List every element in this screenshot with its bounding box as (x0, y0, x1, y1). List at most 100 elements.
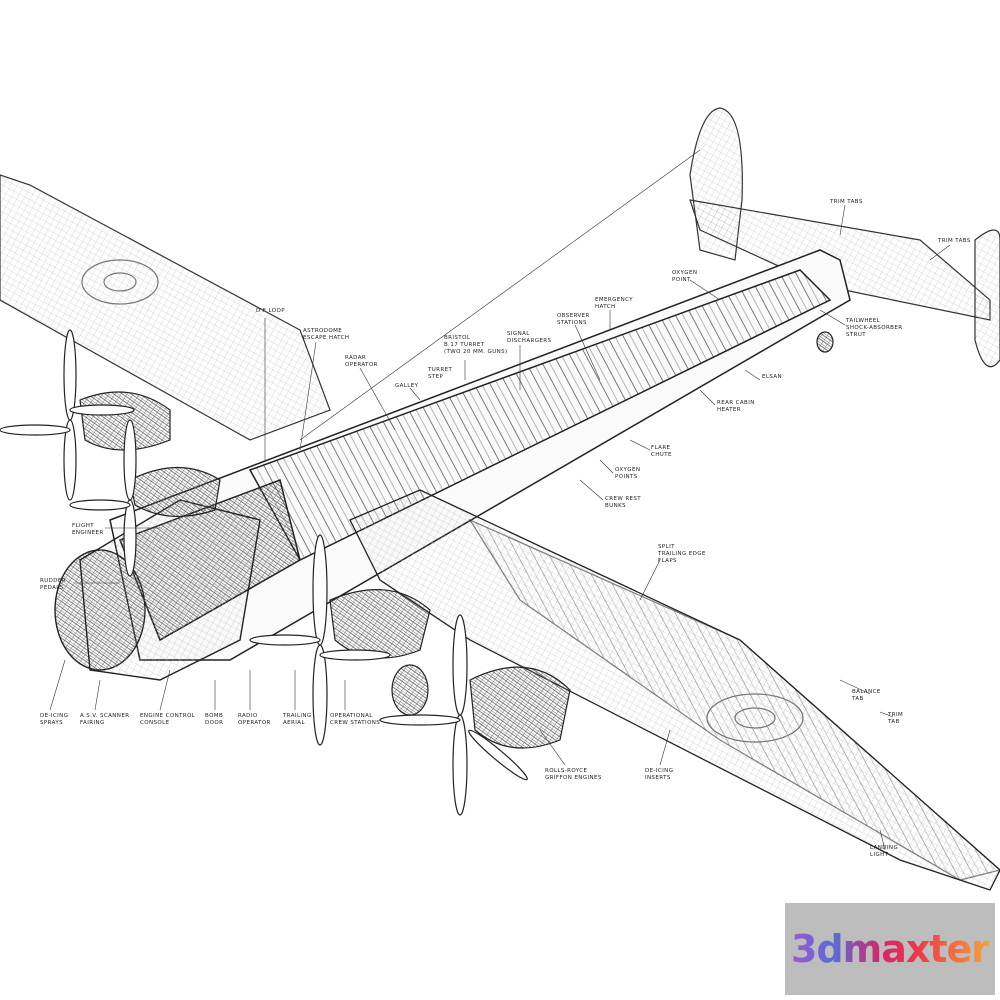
label-line: SIGNAL (507, 331, 530, 337)
label-line: LIGHT (870, 852, 889, 858)
label-line: SHOCK-ABSORBER (846, 325, 903, 331)
label-line: D F LOOP (256, 308, 285, 314)
label-line: RADAR (345, 355, 367, 361)
label-line: RUDDER (40, 578, 67, 584)
label-line: BALANCE (852, 689, 881, 695)
label-line: INSERTS (645, 775, 671, 781)
label-line: CREW REST (605, 496, 642, 502)
label-line: (TWO 20 MM. GUNS) (444, 349, 508, 355)
label-df-loop: D F LOOP (256, 308, 285, 315)
label-line: TURRET (428, 367, 453, 373)
label-line: ROLLS-ROYCE (545, 768, 588, 774)
label-line: FLAPS (658, 558, 677, 564)
label-line: ENGINE CONTROL (140, 713, 196, 719)
label-line: ELSAN (762, 374, 783, 380)
label-line: OBSERVER (557, 313, 590, 319)
label-line: SPRAYS (40, 720, 63, 726)
label-line: AERIAL (283, 720, 305, 726)
leader-lines (49, 149, 951, 851)
label-line: SPLIT (658, 544, 675, 550)
label-line: LANDING (870, 845, 899, 851)
label-line: HATCH (595, 304, 616, 310)
landing-gear (391, 331, 834, 716)
label-line: TRIM TABS (938, 238, 971, 244)
label-line: ENGINEER (72, 530, 104, 536)
label-line: POINT (672, 277, 691, 283)
label-line: CREW STATIONS (330, 720, 381, 726)
label-line: STEP (428, 374, 444, 380)
label-line: PEDALS (40, 585, 64, 591)
label-line: TRIM TABS (830, 199, 863, 205)
label-line: BRISTOL (444, 335, 471, 341)
label-galley: GALLEY (395, 383, 418, 390)
label-line: BOMB (205, 713, 224, 719)
label-line: HEATER (717, 407, 742, 413)
label-line: DOOR (205, 720, 224, 726)
label-line: OPERATOR (238, 720, 271, 726)
label-line: GRIFFON ENGINES (545, 775, 602, 781)
label-line: BUNKS (605, 503, 627, 509)
label-line: GALLEY (395, 383, 419, 389)
label-line: FAIRING (80, 720, 105, 726)
label-line: CONSOLE (140, 720, 170, 726)
label-line: CHUTE (651, 452, 672, 458)
watermark-text: 3dmaxter (790, 927, 990, 971)
label-line: POINTS (615, 474, 638, 480)
label-line: TAB (888, 719, 900, 725)
label-line: FLIGHT (72, 523, 95, 529)
label-line: TAB (852, 696, 864, 702)
label-trim-tabs-right: TRIM TABS (938, 238, 971, 245)
label-line: EMERGENCY (595, 297, 634, 303)
label-line: TRAILING EDGE (658, 551, 706, 557)
label-line: REAR CABIN (717, 400, 755, 406)
label-line: A.S.V. SCANNER (80, 713, 130, 719)
label-line: ESCAPE HATCH (303, 335, 350, 341)
label-trim-tabs-upper: TRIM TABS (830, 199, 863, 206)
label-elsan: ELSAN (762, 374, 782, 381)
label-line: DE-ICING (40, 713, 69, 719)
label-line: TRAILING (283, 713, 312, 719)
label-line: TRIM (888, 712, 904, 718)
watermark-logo: 3dmaxter (785, 903, 995, 995)
left-wing (0, 174, 331, 441)
label-line: OXYGEN (672, 270, 698, 276)
label-line: TAILWHEEL (846, 318, 881, 324)
label-line: STRUT (846, 332, 867, 338)
label-line: RADIO (238, 713, 258, 719)
label-line: B.17 TURRET (444, 342, 485, 348)
label-line: DISCHARGERS (507, 338, 552, 344)
label-line: FLARE (651, 445, 671, 451)
label-line: OPERATOR (345, 362, 378, 368)
label-line: OXYGEN (615, 467, 641, 473)
label-line: DE-ICING (645, 768, 674, 774)
